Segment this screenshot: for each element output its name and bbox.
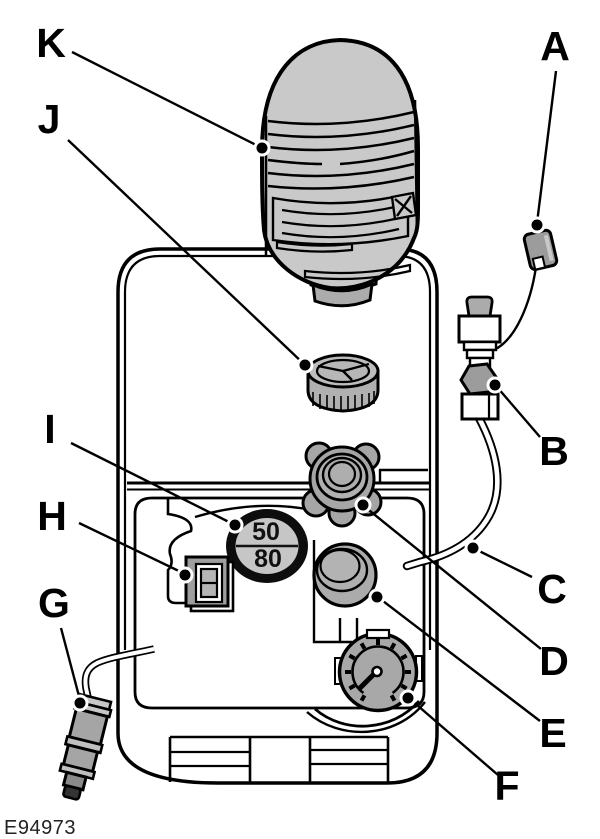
callout-C: C bbox=[464, 539, 567, 612]
connector-body bbox=[457, 314, 502, 344]
plug-tip bbox=[62, 784, 82, 801]
connector-band-2 bbox=[465, 348, 495, 360]
case-feet-ribs bbox=[168, 735, 390, 782]
callout-letter-F: F bbox=[494, 763, 519, 809]
speed-limit-sticker: 50 80 bbox=[226, 509, 308, 583]
outlet-cap-inner bbox=[319, 548, 361, 584]
case-inner-edge bbox=[123, 254, 432, 650]
callout-letter-D: D bbox=[539, 638, 569, 684]
leader-line-K bbox=[71, 50, 263, 150]
callout-J: J bbox=[38, 96, 314, 374]
sealant-bottle bbox=[259, 37, 420, 291]
leader-dot-K bbox=[253, 139, 271, 157]
callout-F: F bbox=[399, 689, 520, 809]
gauge-dial-arc bbox=[351, 645, 405, 694]
leader-dot-E bbox=[368, 588, 386, 606]
callout-A: A bbox=[528, 23, 570, 234]
hose-core bbox=[404, 415, 500, 569]
hazard-x-icon bbox=[390, 191, 418, 221]
valve-cap bbox=[522, 228, 559, 271]
leader-line-F bbox=[409, 698, 499, 776]
bottle-receptacle-cap bbox=[301, 441, 383, 528]
callout-B: B bbox=[486, 376, 569, 474]
valve-cap-highlight bbox=[543, 234, 554, 262]
receptacle-ring-3 bbox=[327, 460, 357, 488]
gauge-ticks bbox=[345, 639, 411, 702]
callout-H: H bbox=[37, 493, 194, 584]
callout-K: K bbox=[36, 20, 271, 157]
callout-letter-K: K bbox=[36, 20, 66, 66]
leader-line-C bbox=[474, 547, 533, 579]
leader-dot-D bbox=[354, 496, 372, 514]
leader-dot-F bbox=[399, 689, 417, 707]
leader-dot-I bbox=[226, 516, 244, 534]
leader-dot-J bbox=[296, 356, 314, 374]
leader-line-J bbox=[67, 139, 306, 366]
outlet-cap bbox=[312, 542, 378, 608]
sticker-top-value: 50 bbox=[252, 518, 280, 546]
receptacle-shelf-line bbox=[378, 468, 428, 483]
cap-knurling bbox=[312, 391, 375, 411]
leader-line-G bbox=[59, 627, 82, 701]
leader-dot-G bbox=[71, 694, 89, 712]
leader-line-B bbox=[496, 386, 541, 438]
callout-letter-C: C bbox=[537, 566, 567, 612]
sticker-bottom-value: 80 bbox=[254, 545, 282, 573]
power-cable bbox=[81, 645, 155, 703]
sticker-recess-arc bbox=[194, 504, 313, 519]
callout-letter-G: G bbox=[38, 580, 70, 626]
pressure-gauge bbox=[334, 628, 423, 713]
callout-letter-E: E bbox=[539, 710, 566, 756]
power-plug bbox=[58, 692, 113, 801]
carry-case bbox=[116, 247, 439, 785]
connector-top-cap bbox=[465, 295, 494, 318]
inflation-hose bbox=[402, 413, 502, 571]
callout-letter-B: B bbox=[539, 428, 569, 474]
valve-cap-notch bbox=[531, 255, 547, 271]
connector-lower-body bbox=[460, 392, 500, 421]
bottle-cap bbox=[306, 353, 380, 413]
leader-dot-A bbox=[528, 216, 546, 234]
leader-dot-B bbox=[486, 376, 504, 394]
base-compartment bbox=[133, 496, 426, 710]
callout-I: I bbox=[44, 406, 244, 534]
case-outer-shell bbox=[116, 247, 439, 785]
hose-outline bbox=[402, 413, 502, 571]
callout-letter-H: H bbox=[37, 493, 67, 539]
leader-line-A bbox=[535, 70, 558, 224]
figure-code: E94973 bbox=[4, 817, 76, 839]
gauge-top-notch bbox=[365, 628, 391, 640]
gauge-recess-arc-outer bbox=[306, 701, 426, 734]
leader-line-E bbox=[378, 597, 541, 722]
leader-line-I bbox=[70, 441, 234, 526]
leader-dot-H bbox=[176, 566, 194, 584]
callout-D: D bbox=[354, 496, 569, 684]
hose-valve-connector bbox=[457, 266, 538, 421]
molded-pocket-contour bbox=[166, 498, 233, 605]
gauge-recess-arc-inner bbox=[314, 700, 421, 728]
leader-dot-C bbox=[464, 539, 482, 557]
callouts: K J A B C D E bbox=[36, 20, 570, 809]
callout-G: G bbox=[38, 580, 89, 712]
cable-core bbox=[83, 647, 155, 703]
callout-letter-A: A bbox=[540, 23, 570, 69]
callout-letter-J: J bbox=[38, 96, 61, 142]
leader-line-H bbox=[78, 521, 184, 575]
cap-grip-ridges bbox=[317, 362, 370, 381]
callout-E: E bbox=[368, 588, 567, 756]
gauge-hub bbox=[371, 665, 383, 678]
connector-band-1 bbox=[462, 340, 498, 352]
bottle-label bbox=[264, 99, 419, 281]
power-switch bbox=[184, 555, 235, 613]
callout-letter-I: I bbox=[44, 406, 55, 452]
leader-line-D bbox=[364, 506, 542, 650]
